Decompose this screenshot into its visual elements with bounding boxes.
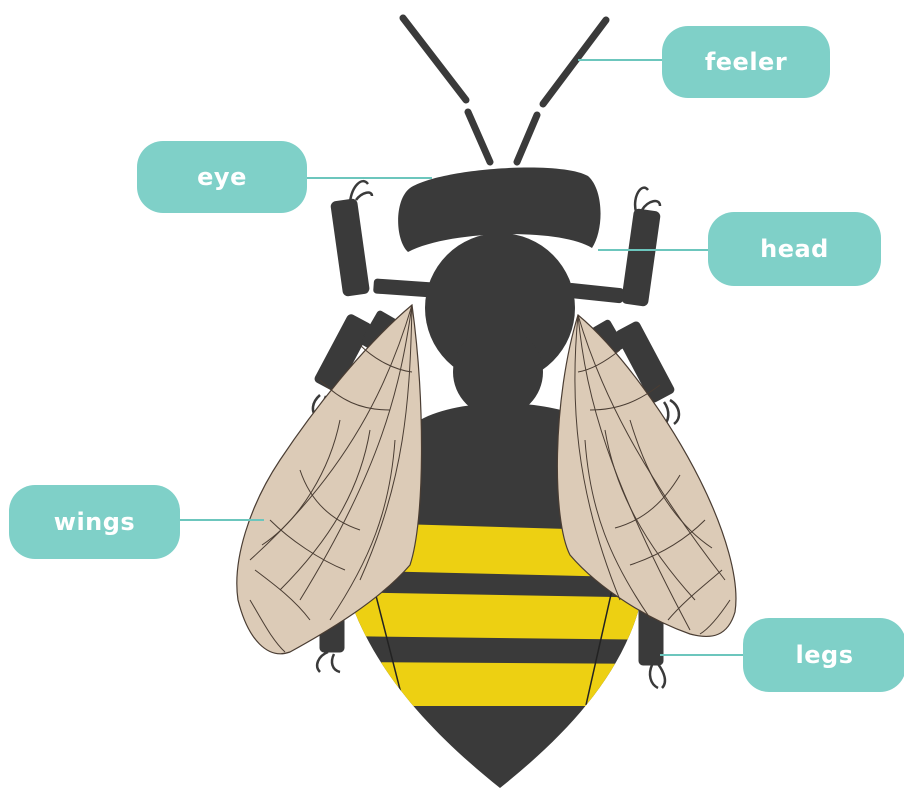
right-antenna-inner (517, 115, 537, 162)
right-antenna-outer (543, 20, 606, 104)
upper-left-claw (350, 181, 372, 202)
left-antenna-inner (468, 112, 490, 162)
eye-label: eye (137, 141, 307, 213)
feeler-label: feeler (662, 26, 830, 98)
legs-label: legs (743, 618, 904, 692)
head-label: head (708, 212, 881, 286)
upper-right-leg-femur (621, 209, 660, 307)
upper-left-leg-femur (331, 199, 370, 297)
upper-left-leg-joint (374, 279, 435, 297)
left-antenna-outer (403, 18, 466, 100)
lower-right-claw (650, 664, 665, 688)
upper-right-claw (635, 188, 660, 212)
lower-left-claw (317, 652, 340, 672)
wings-label: wings (9, 485, 180, 559)
antennae (403, 18, 606, 162)
upper-right-leg-joint (567, 283, 623, 303)
abdomen-stripe-3 (330, 662, 670, 706)
